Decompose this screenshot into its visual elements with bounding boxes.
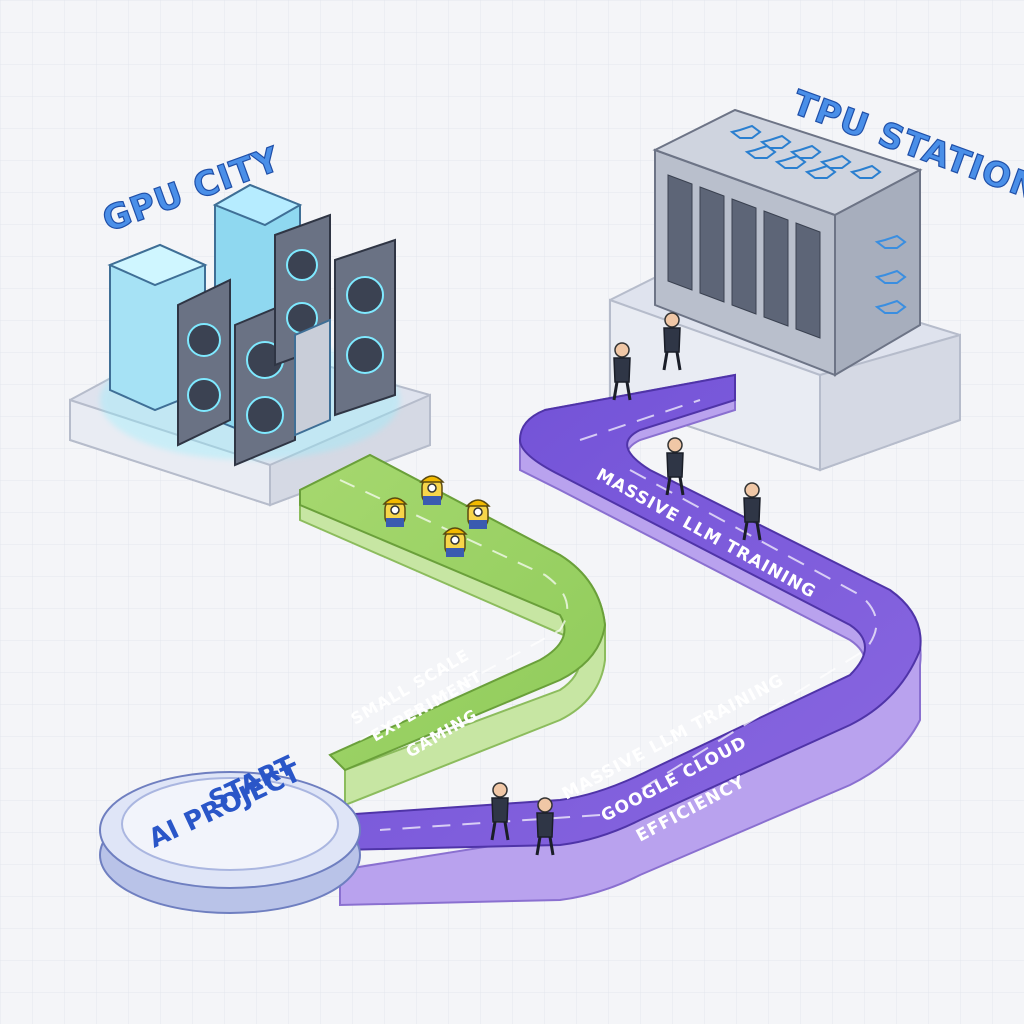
green-path-top: [299, 453, 607, 772]
business-person: [665, 437, 685, 496]
worker-figure: [382, 497, 408, 527]
server-rack-slots: [667, 174, 821, 339]
business-person: [490, 782, 510, 841]
hexagon-pattern: [729, 124, 882, 179]
business-person: [535, 797, 555, 856]
business-people: [490, 312, 762, 856]
worker-figure: [465, 499, 491, 529]
business-person: [612, 342, 632, 401]
gpu-card-1: [177, 278, 231, 447]
business-person: [662, 312, 682, 371]
worker-figure: [442, 527, 468, 557]
gpu-card-4: [334, 238, 396, 417]
gpu-city: GPU CITY: [69, 139, 431, 507]
business-person: [742, 482, 762, 541]
purple-path-top: [339, 373, 922, 852]
worker-group: [382, 475, 491, 557]
worker-figure: [419, 475, 445, 505]
